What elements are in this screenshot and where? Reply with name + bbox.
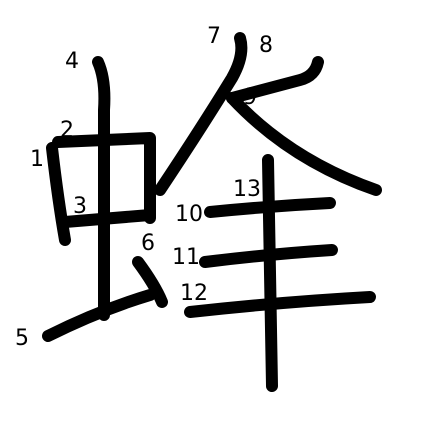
stroke-6 bbox=[132, 256, 168, 308]
stroke-number-1: 1 bbox=[30, 147, 44, 172]
stroke-number-8: 8 bbox=[259, 33, 273, 58]
stroke-number-6: 6 bbox=[141, 231, 155, 256]
stroke-2 bbox=[52, 132, 156, 224]
stroke-number-4: 4 bbox=[65, 49, 79, 74]
stroke-9 bbox=[226, 92, 382, 196]
stroke-number-7: 7 bbox=[207, 24, 221, 49]
stroke-8 bbox=[226, 56, 324, 104]
stroke-12 bbox=[184, 291, 376, 318]
stroke-number-9: 9 bbox=[243, 85, 257, 110]
stroke-1 bbox=[46, 142, 71, 246]
stroke-5 bbox=[42, 289, 156, 342]
stroke-7 bbox=[154, 32, 248, 196]
stroke-number-12: 12 bbox=[180, 281, 208, 306]
stroke-number-13: 13 bbox=[233, 177, 261, 202]
stroke-number-2: 2 bbox=[60, 118, 74, 143]
stroke-number-10: 10 bbox=[175, 202, 203, 227]
stroke-number-5: 5 bbox=[15, 326, 29, 351]
stroke-13 bbox=[262, 154, 278, 392]
stroke-4 bbox=[92, 56, 111, 321]
stroke-number-11: 11 bbox=[172, 245, 200, 270]
stroke-number-3: 3 bbox=[73, 194, 87, 219]
